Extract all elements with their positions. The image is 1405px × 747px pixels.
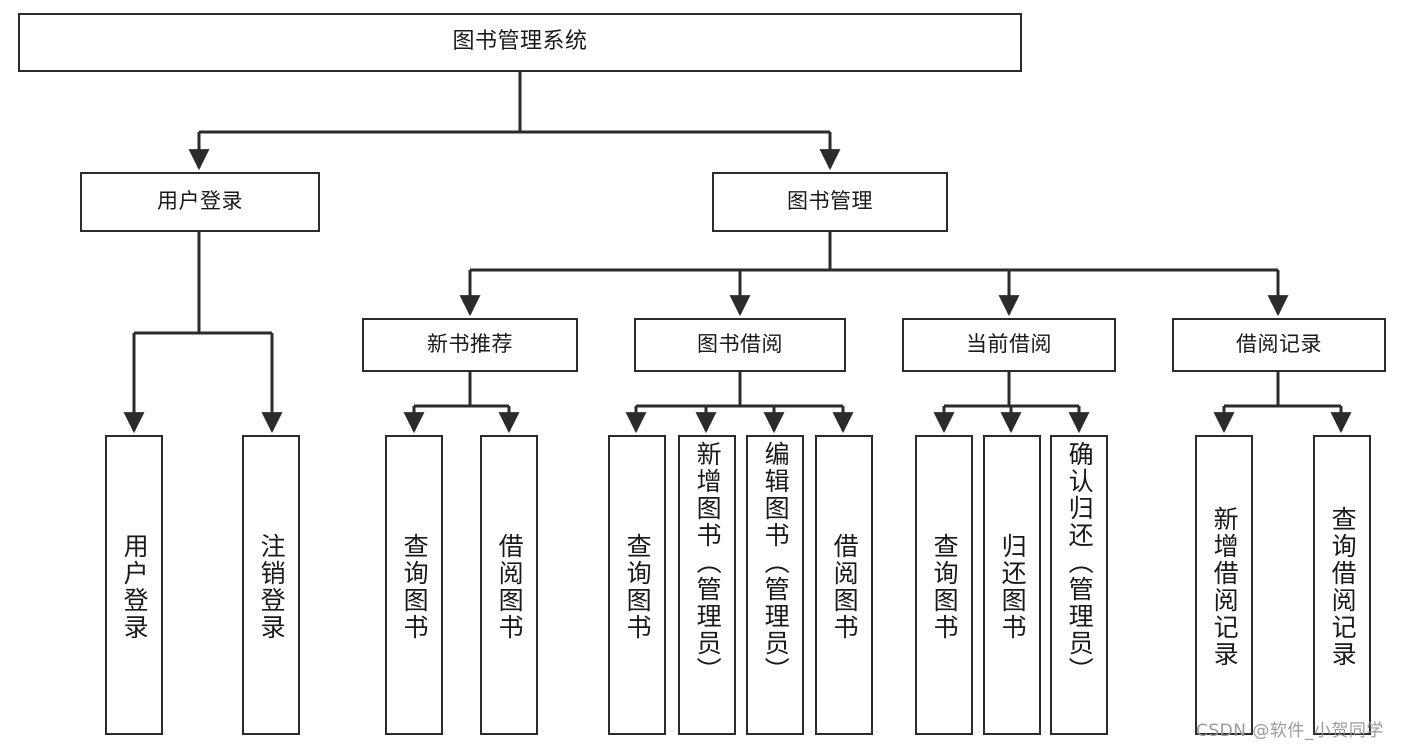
node-current-borrow[interactable]: 当前借阅 [902, 318, 1116, 372]
leaf-logout-login-label: 注销登录 [257, 533, 287, 641]
node-root[interactable]: 图书管理系统 [18, 13, 1022, 72]
leaf-borrow-book-2[interactable]: 借阅图书 [815, 435, 873, 735]
leaf-add-record-label: 新增借阅记录 [1210, 506, 1240, 668]
node-book-manage[interactable]: 图书管理 [712, 172, 948, 232]
leaf-add-book-label: 新增图书（管理员） [693, 441, 723, 684]
node-current-borrow-label: 当前借阅 [966, 332, 1052, 357]
leaf-query-book-2[interactable]: 查询图书 [608, 435, 666, 735]
leaf-query-book-1-label: 查询图书 [400, 533, 430, 641]
node-borrow-record-label: 借阅记录 [1236, 332, 1322, 357]
leaf-add-record[interactable]: 新增借阅记录 [1195, 435, 1253, 735]
leaf-borrow-book-1[interactable]: 借阅图书 [480, 435, 538, 735]
leaf-user-login-label: 用户登录 [120, 533, 150, 641]
node-book-borrow[interactable]: 图书借阅 [634, 318, 846, 372]
leaf-edit-book[interactable]: 编辑图书（管理员） [746, 435, 804, 735]
leaf-query-book-2-label: 查询图书 [623, 533, 653, 641]
leaf-edit-book-label: 编辑图书（管理员） [761, 441, 791, 684]
node-new-book-recommend[interactable]: 新书推荐 [362, 318, 578, 372]
node-borrow-record[interactable]: 借阅记录 [1172, 318, 1386, 372]
node-root-label: 图书管理系统 [452, 29, 588, 55]
leaf-query-record-label: 查询借阅记录 [1328, 506, 1358, 668]
leaf-borrow-book-1-label: 借阅图书 [495, 533, 525, 641]
node-new-book-recommend-label: 新书推荐 [427, 332, 513, 357]
leaf-user-login[interactable]: 用户登录 [105, 435, 163, 735]
leaf-confirm-return[interactable]: 确认归还（管理员） [1050, 435, 1108, 735]
leaf-return-book-label: 归还图书 [998, 533, 1028, 641]
leaf-confirm-return-label: 确认归还（管理员） [1065, 441, 1095, 684]
leaf-query-book-3[interactable]: 查询图书 [915, 435, 973, 735]
node-user-login[interactable]: 用户登录 [80, 172, 320, 232]
leaf-logout-login[interactable]: 注销登录 [242, 435, 300, 735]
leaf-query-record[interactable]: 查询借阅记录 [1313, 435, 1371, 735]
leaf-borrow-book-2-label: 借阅图书 [830, 533, 860, 641]
leaf-query-book-1[interactable]: 查询图书 [385, 435, 443, 735]
leaf-return-book[interactable]: 归还图书 [983, 435, 1041, 735]
node-user-login-label: 用户登录 [157, 189, 243, 214]
watermark: CSDN @软件_小贺同学 [1196, 721, 1384, 741]
leaf-query-book-3-label: 查询图书 [930, 533, 960, 641]
leaf-add-book[interactable]: 新增图书（管理员） [678, 435, 736, 735]
node-book-manage-label: 图书管理 [787, 189, 873, 214]
node-book-borrow-label: 图书借阅 [697, 332, 783, 357]
